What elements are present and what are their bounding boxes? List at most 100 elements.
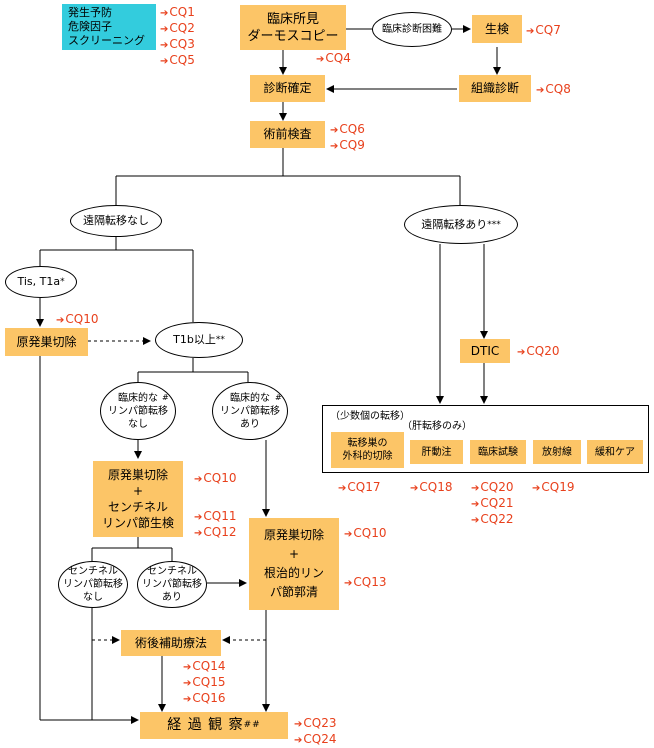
cq-label: CQ13	[353, 575, 387, 589]
tis-t1a-oval: Tis, T1a*	[5, 266, 77, 298]
clinical-diagnosis-difficult-oval: 臨床診断困難	[372, 12, 452, 47]
cq-ref-clinical: ➔CQ4	[316, 51, 351, 67]
cq-label: CQ15	[192, 675, 226, 689]
arrow-icon: ➔	[517, 347, 526, 358]
arrow-icon: ➔	[330, 125, 339, 136]
cq-ref-radical-2: ➔CQ13	[344, 575, 386, 591]
arrow-icon: ➔	[56, 315, 65, 326]
arrow-icon: ➔	[160, 56, 169, 67]
arrow-icon: ➔	[194, 528, 203, 539]
cq-ref-hepatic: ➔CQ18	[410, 480, 452, 496]
cq-label: CQ1	[169, 5, 195, 19]
cq-label: CQ23	[303, 716, 337, 730]
t1b-or-higher-oval: T1b以上**	[155, 322, 243, 358]
cq-ref-sln-1: ➔CQ10	[194, 471, 236, 487]
arrow-icon: ➔	[471, 483, 480, 494]
screening-line: スクリーニング	[68, 34, 145, 47]
cq-label: CQ2	[169, 21, 195, 35]
screening-box: 発生予防危険因子スクリーニング	[62, 4, 156, 50]
cq-ref-followup: ➔CQ23 ➔CQ24	[294, 716, 336, 748]
arrow-icon: ➔	[194, 512, 203, 523]
arrow-icon: ➔	[344, 578, 353, 589]
cq-ref-surgical: ➔CQ17	[338, 480, 380, 496]
excision-radical-dissection-box: 原発巣切除 + 根治的リン パ節郭清	[249, 518, 339, 610]
clinical-trial-box: 臨床試験	[470, 440, 526, 464]
arrow-icon: ➔	[536, 85, 545, 96]
arrow-icon: ➔	[532, 483, 541, 494]
cq-label: CQ10	[353, 526, 387, 540]
arrow-icon: ➔	[183, 678, 192, 689]
arrow-icon: ➔	[294, 719, 303, 730]
cq-ref-sln-2: ➔CQ11 ➔CQ12	[194, 509, 236, 541]
sentinel-ln-mets-none-oval: センチネル リンパ節転移 なし	[58, 561, 128, 608]
arrow-icon: ➔	[294, 735, 303, 746]
clinical-ln-mets-present-oval: 臨床的な リンパ節転移 あり	[212, 382, 288, 440]
histology-box: 組織診断	[459, 75, 531, 102]
cq-label: CQ16	[192, 691, 226, 705]
tis-sup: *	[60, 277, 65, 287]
cq-label: CQ18	[419, 480, 453, 494]
cq-label: CQ20	[480, 480, 514, 494]
cq-label: CQ20	[526, 344, 560, 358]
cq-ref-radiation: ➔CQ19	[532, 480, 574, 496]
hepatic-infusion-box: 肝動注	[410, 440, 463, 464]
follow-up-sup: ##	[243, 720, 261, 730]
cq-label: CQ10	[65, 312, 99, 326]
t1b-label: T1b以上	[173, 333, 216, 346]
arrow-icon: ➔	[344, 529, 353, 540]
cq-label: CQ8	[545, 82, 571, 96]
cq-label: CQ14	[192, 659, 226, 673]
cq-ref-screening: ➔CQ1 ➔CQ2 ➔CQ3 ➔CQ5	[160, 5, 195, 69]
cq-label: CQ17	[347, 480, 381, 494]
cq-label: CQ21	[480, 496, 514, 510]
distant-mets-oval: 遠隔転移あり***	[404, 205, 518, 244]
arrow-icon: ➔	[330, 141, 339, 152]
arrow-icon: ➔	[194, 474, 203, 485]
ln-yes-sup: #	[275, 393, 282, 402]
arrow-icon: ➔	[338, 483, 347, 494]
cq-label: CQ4	[325, 51, 351, 65]
arrow-icon: ➔	[471, 515, 480, 526]
biopsy-box: 生検	[472, 15, 522, 43]
cq-ref-dtic: ➔CQ20	[517, 344, 559, 360]
arrow-icon: ➔	[526, 26, 535, 37]
excision-sentinel-biopsy-box: 原発巣切除 + センチネル リンパ節生検	[93, 461, 183, 537]
cq-ref-radical-1: ➔CQ10	[344, 526, 386, 542]
clinical-findings-box: 臨床所見 ダーモスコピー	[240, 5, 346, 50]
primary-excision-box: 原発巣切除	[5, 328, 88, 356]
cq-label: CQ6	[339, 122, 365, 136]
arrow-icon: ➔	[471, 499, 480, 510]
preop-exam-box: 術前検査	[250, 121, 325, 148]
cq-label: CQ22	[480, 512, 514, 526]
cq-label: CQ19	[541, 480, 575, 494]
arrow-icon: ➔	[160, 24, 169, 35]
cq-label: CQ9	[339, 138, 365, 152]
cq-label: CQ12	[203, 525, 237, 539]
t1b-sup: **	[215, 335, 225, 345]
follow-up-label: 経 過 観 察	[167, 717, 244, 733]
no-distant-mets-oval: 遠隔転移なし	[70, 205, 162, 237]
distant-mets-label: 遠隔転移あり	[421, 217, 488, 231]
arrow-icon: ➔	[160, 40, 169, 51]
cq-label: CQ10	[203, 471, 237, 485]
adjuvant-therapy-box: 術後補助療法	[121, 630, 221, 656]
surgical-resection-box: 転移巣の 外科的切除	[331, 432, 404, 468]
cq-ref-trial: ➔CQ20 ➔CQ21 ➔CQ22	[471, 480, 513, 528]
cq-ref-histology: ➔CQ8	[536, 82, 571, 98]
distant-mets-sup: ***	[487, 219, 501, 230]
cq-ref-adjuvant: ➔CQ14 ➔CQ15 ➔CQ16	[183, 659, 225, 707]
ln-no-label: 臨床的な リンパ節転移 なし	[108, 392, 168, 430]
ln-yes-label: 臨床的な リンパ節転移 あり	[220, 392, 280, 430]
dtic-box: DTIC	[460, 339, 510, 363]
sentinel-ln-mets-present-oval: センチネル リンパ節転移 あり	[137, 561, 207, 608]
tis-label: Tis, T1a	[17, 275, 61, 288]
arrow-icon: ➔	[160, 8, 169, 19]
cq-label: CQ11	[203, 509, 237, 523]
frame-label-few-mets: （少数個の転移）	[330, 411, 410, 422]
cq-label: CQ7	[535, 23, 561, 37]
cq-label: CQ5	[169, 53, 195, 67]
cq-ref-biopsy: ➔CQ7	[526, 23, 561, 39]
cq-ref-preop: ➔CQ6 ➔CQ9	[330, 122, 365, 154]
frame-label-liver-only: （肝転移のみ）	[402, 421, 472, 432]
